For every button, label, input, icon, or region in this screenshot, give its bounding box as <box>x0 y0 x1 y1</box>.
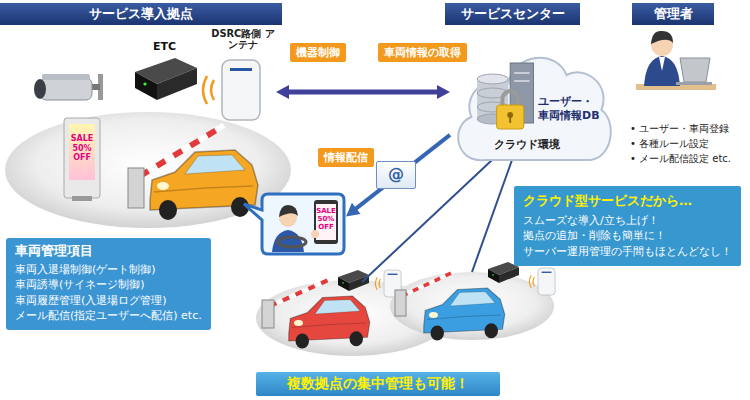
gate-icon <box>395 290 406 316</box>
antenna-icon <box>203 60 260 120</box>
node-text: 拠点の追加・削除も簡単に！ <box>523 228 732 243</box>
cloud-shape <box>514 72 530 74</box>
bullet-item: • 各種ルール設定 <box>630 137 709 151</box>
node-text: 管理者 <box>654 5 693 23</box>
node-text: 車両履歴管理(入退場ログ管理) <box>15 293 202 308</box>
admin-icon <box>644 56 680 86</box>
camera-icon <box>34 79 46 99</box>
arrow-head <box>346 203 361 217</box>
flow-tag: 機器制御 <box>290 43 346 62</box>
section-header: 管理者 <box>632 3 714 25</box>
camera-icon <box>34 74 103 100</box>
gate-icon <box>402 271 456 296</box>
device-label: ETC <box>153 40 176 53</box>
bubble-shape <box>279 205 298 217</box>
etc-device <box>135 58 197 100</box>
arrow-head <box>276 85 289 99</box>
flow-tag: 車両情報の取得 <box>378 43 467 62</box>
leader-line <box>362 160 492 282</box>
node-text: サービス導入拠点 <box>89 5 193 23</box>
signage-icon <box>69 124 95 180</box>
section-header: サービスセンター <box>445 3 580 25</box>
car-icon <box>289 296 370 349</box>
arrow-head <box>437 85 450 99</box>
signage-text: SALE 50% OFF <box>69 134 95 163</box>
admin-icon <box>680 58 710 82</box>
camera-icon <box>42 74 90 80</box>
node-text: サーバー運用管理の手間もほとんどなし！ <box>523 244 732 259</box>
bullet-item: • メール配信設定 etc. <box>630 152 731 166</box>
info-box: 車両管理項目車両入退場制御(ゲート制御)車両誘導(サイネージ制御)車両履歴管理(… <box>6 238 211 330</box>
node-text: 車両誘導(サイネージ制御) <box>15 277 202 292</box>
cloud-shape <box>509 116 511 123</box>
node-text: メール配信(指定ユーザーへ配信) etc. <box>15 308 202 323</box>
mail-icon: @ <box>376 161 416 189</box>
node-text: 車両入退場制御(ゲート制御) <box>15 262 202 277</box>
speech-bubble: SALE 50% OFF <box>258 190 346 256</box>
bullet-item: • ユーザー・車両登録 <box>630 122 729 136</box>
bubble-shape <box>278 237 306 247</box>
admin-icon <box>676 82 712 85</box>
flow-tag: 情報配信 <box>318 148 374 167</box>
cloud-node: ユーザー・車両情報DB クラウド環境 <box>450 35 615 170</box>
info-box: クラウド型サービスだから… スムーズな導入/立ち上げ！拠点の追加・削除も簡単に！サ… <box>514 186 741 266</box>
car-icon <box>150 150 258 220</box>
banner: 複数拠点の集中管理も可能！ <box>256 372 500 396</box>
antenna-icon <box>529 268 555 295</box>
leader-line <box>472 160 512 272</box>
section-header: サービス導入拠点 <box>0 3 282 25</box>
node-text: 複数拠点の集中管理も可能！ <box>274 375 482 393</box>
node-text: クラウド型サービスだから… <box>523 192 732 210</box>
cloud-shape <box>477 74 508 84</box>
bubble-shape <box>316 204 336 240</box>
gate-icon <box>128 168 144 208</box>
node-text: DSRC路側 アンテナ <box>210 28 276 51</box>
signage-icon <box>64 118 100 201</box>
node-text: SALE 50% OFF <box>316 207 336 231</box>
cloud-shape <box>458 58 611 160</box>
cloud-shape <box>497 105 524 129</box>
node-text: サービスセンター <box>461 5 565 23</box>
signage-icon <box>72 196 92 201</box>
site-floor <box>5 112 291 228</box>
node-text: 車両管理項目 <box>15 242 202 260</box>
camera-icon <box>40 78 92 100</box>
antenna-node: DSRC路側 アンテナ <box>210 28 276 124</box>
gate-icon <box>262 300 274 328</box>
connector-line <box>355 135 450 210</box>
signage-icon <box>64 118 100 198</box>
connector-line <box>287 89 439 94</box>
admin-icon <box>659 57 665 71</box>
node-text: スムーズな導入/立ち上げ！ <box>523 213 732 228</box>
bubble-shape <box>244 194 344 254</box>
admin-icon <box>651 31 673 44</box>
connector <box>276 85 450 99</box>
cloud-shape <box>514 80 530 82</box>
bubble-shape <box>311 230 319 238</box>
leader-line <box>362 160 512 282</box>
node-text: クラウド環境 <box>494 137 560 152</box>
admin-icon <box>636 31 716 90</box>
node-text: ユーザー・車両情報DB <box>538 95 600 124</box>
bubble-shape <box>314 200 338 244</box>
car-icon <box>424 288 505 341</box>
